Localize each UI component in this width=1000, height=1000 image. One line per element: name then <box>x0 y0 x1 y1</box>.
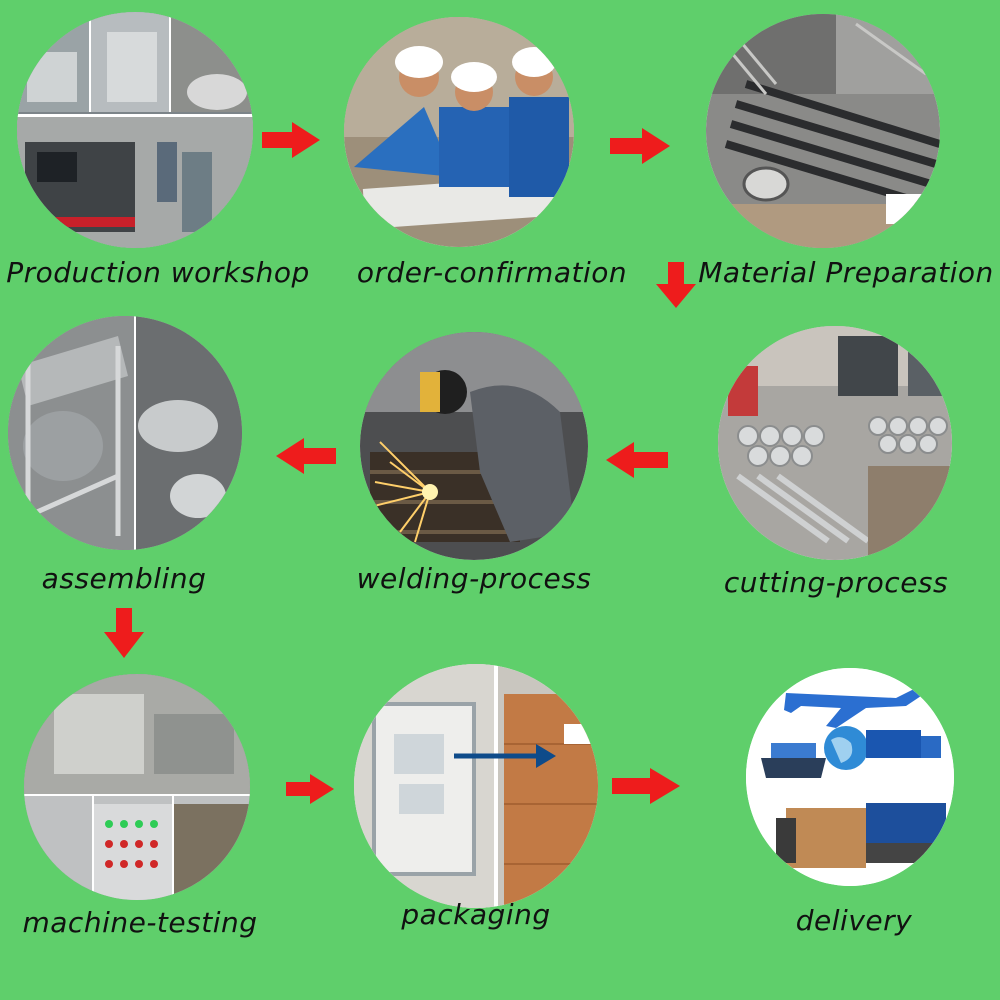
control-panel-icon <box>24 674 250 900</box>
step-6-label: assembling <box>41 562 207 595</box>
arrow-left-2-icon <box>276 438 336 474</box>
step-5-label: welding-process <box>356 562 592 595</box>
step-6-assembling-image <box>8 316 242 550</box>
step-3-label: Material Preparation <box>698 256 994 289</box>
step-4-cutting-process-image <box>718 326 952 560</box>
step-7-label: machine-testing <box>22 906 258 939</box>
steel-tubes-icon <box>706 14 940 248</box>
arrow-right-1-icon <box>262 122 320 158</box>
arrow-right-3-icon <box>286 774 334 804</box>
engineers-reviewing-plans-icon <box>344 17 574 247</box>
welder-sparks-icon <box>360 332 588 560</box>
step-8-label: packaging <box>401 898 551 931</box>
arrow-left-1-icon <box>606 442 668 478</box>
workshop-machines-icon <box>17 12 253 248</box>
plane-ship-truck-icon <box>746 668 954 886</box>
step-2-label: order-confirmation <box>356 256 628 289</box>
machine-frame-icon <box>8 316 242 550</box>
step-8-packaging-image <box>354 664 598 908</box>
arrow-down-1-icon <box>656 262 696 308</box>
step-2-order-confirmation-image <box>344 17 574 247</box>
cut-pipes-icon <box>718 326 952 560</box>
step-5-welding-process-image <box>360 332 588 560</box>
wooden-crate-icon <box>354 664 598 908</box>
arrow-right-4-icon <box>612 768 680 804</box>
step-9-label: delivery <box>795 904 913 937</box>
step-7-machine-testing-image <box>24 674 250 900</box>
step-3-material-preparation-image <box>706 14 940 248</box>
step-4-label: cutting-process <box>723 566 949 599</box>
step-9-delivery-image <box>746 668 954 886</box>
arrow-down-2-icon <box>104 608 144 658</box>
arrow-right-2-icon <box>610 128 670 164</box>
step-1-production-workshop-image <box>17 12 253 248</box>
step-1-label: Production workshop <box>6 256 310 289</box>
